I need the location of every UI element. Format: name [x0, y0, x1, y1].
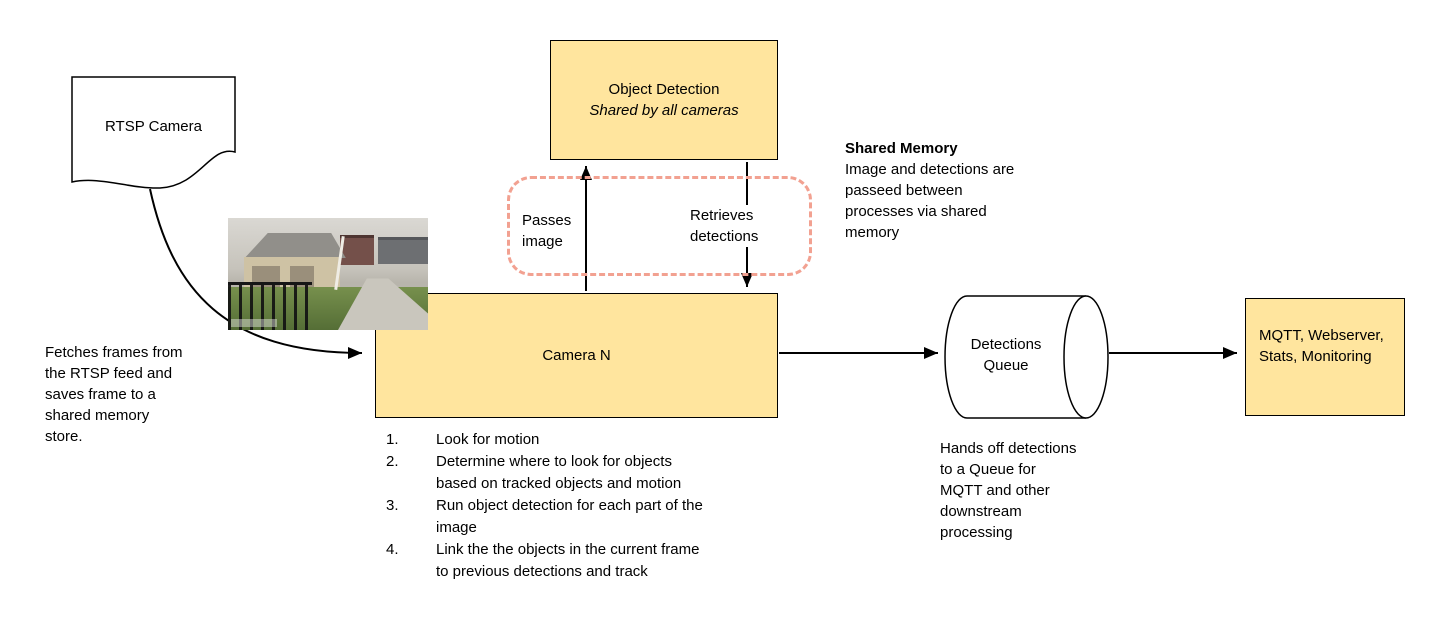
- camera-step-text: Run object detection for each part of th…: [436, 497, 703, 536]
- fence-icon: [228, 282, 312, 330]
- hands-off-note: Hands off detections to a Queue for MQTT…: [940, 440, 1077, 541]
- camera-step-2: Determine where to look for objects base…: [386, 451, 766, 495]
- camera-n-label: Camera N: [542, 347, 611, 364]
- object-detection-title: Object Detection: [608, 81, 720, 98]
- passes-image-label: Passes image: [522, 212, 572, 250]
- shared-memory-title: Shared Memory: [845, 140, 958, 157]
- fetches-frames-note: Fetches frames from the RTSP feed and sa…: [45, 344, 183, 445]
- camera-step-text: Look for motion: [436, 431, 540, 448]
- camera-step-text: Link the the objects in the current fram…: [436, 541, 700, 580]
- detections-queue-shape: [944, 295, 1086, 419]
- background-house-icon: [378, 237, 428, 264]
- rtsp-camera-shape: [71, 76, 236, 189]
- shed-roof-icon: [244, 232, 346, 259]
- object-detection-box: Object Detection Shared by all cameras: [550, 40, 778, 160]
- shared-memory-region: [507, 176, 812, 276]
- camera-step-3: Run object detection for each part of th…: [386, 495, 766, 539]
- camera-n-box: Camera N: [375, 293, 778, 418]
- camera-step-text: Determine where to look for objects base…: [436, 453, 682, 492]
- endpoints-box: MQTT, Webserver, Stats, Monitoring: [1245, 298, 1405, 416]
- camera-step-4: Link the the objects in the current fram…: [386, 539, 766, 583]
- rtsp-camera-label: RTSP Camera: [105, 118, 202, 135]
- retrieves-detections-label: Retrieves detections: [690, 205, 778, 247]
- endpoints-label: MQTT, Webserver, Stats, Monitoring: [1259, 327, 1384, 365]
- rtsp-to-camera-arrow: [149, 188, 363, 359]
- detections-queue-shape-end: [1063, 295, 1109, 419]
- object-detection-subtitle: Shared by all cameras: [589, 102, 739, 119]
- background-house-icon: [340, 234, 374, 265]
- shared-memory-note: Shared Memory Image and detections are p…: [845, 138, 1040, 243]
- shared-memory-body: Image and detections are passeed between…: [845, 161, 1015, 241]
- detections-queue-label: Detections Queue: [970, 336, 1042, 374]
- camera-step-1: Look for motion: [386, 429, 766, 451]
- timestamp-overlay: [231, 319, 277, 327]
- camera-steps-list: Look for motion Determine where to look …: [386, 429, 766, 583]
- camera-snapshot-image: [228, 218, 428, 330]
